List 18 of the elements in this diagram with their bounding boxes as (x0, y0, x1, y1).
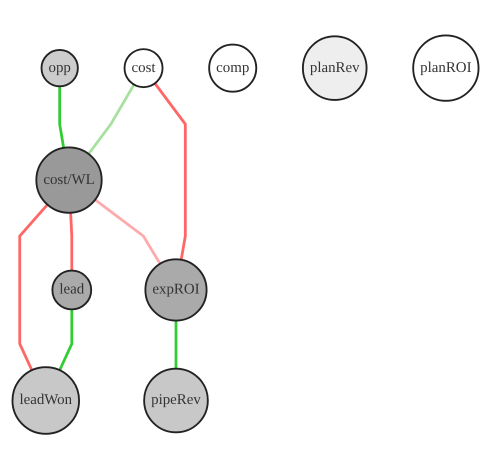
connector (94, 198, 162, 264)
connector (18, 204, 48, 371)
connector (58, 86, 66, 148)
node-circle: planRev (302, 35, 368, 101)
node-circle: opp (40, 48, 79, 88)
node-circle: expROI (144, 258, 208, 322)
node-circle: comp (208, 44, 258, 92)
connector (87, 84, 136, 155)
node-circle: planROI (412, 34, 480, 102)
node-circle: cost (124, 48, 164, 88)
connector (154, 82, 187, 260)
connector (58, 309, 74, 371)
node-circle: pipeRev (143, 368, 209, 434)
node-circle: lead (51, 270, 92, 310)
node-circle: leadWon (12, 366, 80, 435)
connector (174, 320, 178, 368)
connector (69, 212, 74, 270)
node-circle: cost/WL (35, 146, 103, 214)
